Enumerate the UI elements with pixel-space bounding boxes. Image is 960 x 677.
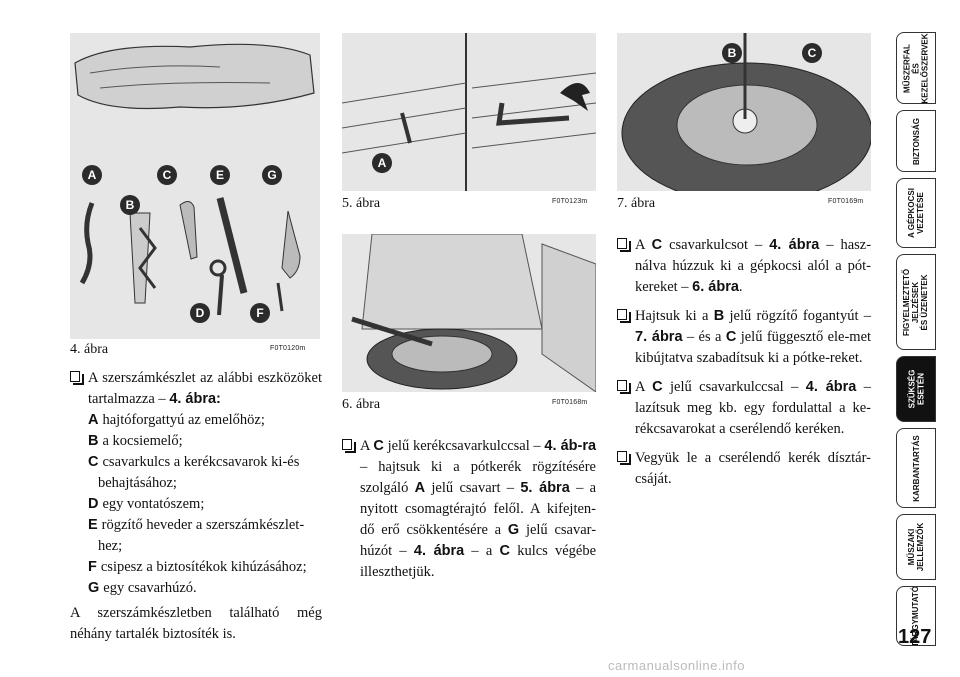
checkbox-icon — [617, 451, 631, 465]
figure-5-caption: 5. ábra — [342, 196, 381, 211]
label-g: G — [267, 168, 276, 182]
tab-szukseg-eseten[interactable]: SZÜKSÉG ESETÉN — [896, 356, 936, 422]
label-c: C — [163, 168, 172, 182]
tab-biztonsag[interactable]: BIZTONSÁG — [896, 110, 936, 172]
tab-gepkocsi-vezetese[interactable]: A GÉPKOCSI VEZETÉSE — [896, 178, 936, 248]
figure-4-caption: 4. ábra — [70, 342, 109, 357]
toolkit-intro: A szerszámkészlet az alábbi eszközöket t… — [70, 368, 322, 410]
tab-muszaki-jellemzok[interactable]: MŰSZAKI JELLEMZŐK — [896, 514, 936, 580]
label-f: F — [256, 306, 263, 320]
checkbox-icon — [70, 371, 84, 385]
tab-muszerfal[interactable]: MŰSZERFAL ÉS KEZELŐSZERVEK — [896, 32, 936, 104]
checkbox-icon — [342, 439, 356, 453]
figure-4: A B C D E F G — [70, 33, 320, 339]
label-a: A — [88, 168, 97, 182]
label-c-fig7: C — [808, 46, 817, 60]
instruction-4: A C jelű csavarkulccsal – 4. ábra – lazí… — [617, 377, 871, 440]
instruction-3: Hajtsuk ki a B jelű rögzítő fogantyút – … — [617, 306, 871, 369]
figure-5: A — [342, 33, 596, 191]
figure-7-caption: 7. ábra — [617, 196, 656, 211]
watermark: carmanualsonline.info — [608, 658, 745, 673]
tab-karbantartas[interactable]: KARBANTARTÁS — [896, 428, 936, 508]
instruction-5: Vegyük le a cserélendő kerék dísztár-csá… — [617, 448, 871, 490]
label-b-fig7: B — [728, 46, 737, 60]
figure-4-code: F0T0120m — [270, 345, 306, 352]
column-2-text: A C jelű kerékcsavarkulccsal – 4. áb-ra … — [342, 436, 596, 583]
page-number: 127 — [898, 626, 932, 648]
closing-paragraph: A szerszámkészletben található még néhán… — [70, 605, 322, 642]
label-d: D — [196, 306, 205, 320]
tab-figyelmezteto[interactable]: FIGYELMEZTETŐ JELZÉSEK ÉS ÜZENETEK — [896, 254, 936, 350]
figure-7-code: F0T0169m — [828, 198, 864, 205]
figure-5-code: F0T0123m — [552, 198, 588, 205]
toolkit-illustration — [74, 43, 315, 316]
column-3-text: A C csavarkulcsot – 4. ábra – hasz-nálva… — [617, 235, 871, 490]
figure-7: B C — [617, 33, 871, 191]
label-b: B — [126, 198, 135, 212]
column-1-text: A szerszámkészlet az alábbi eszközöket t… — [70, 368, 322, 645]
figure-6 — [342, 234, 596, 392]
figure-6-caption: 6. ábra — [342, 397, 381, 412]
checkbox-icon — [617, 309, 631, 323]
checkbox-icon — [617, 380, 631, 394]
checkbox-icon — [617, 238, 631, 252]
figure-6-code: F0T0168m — [552, 399, 588, 406]
instruction-2: A C csavarkulcsot – 4. ábra – hasz-nálva… — [617, 235, 871, 298]
figure-4-labels: A B C D E F G — [82, 165, 282, 323]
tab-targymutato[interactable]: TÁRGYMUTATÓ — [896, 586, 936, 646]
label-a-fig5: A — [378, 156, 387, 170]
instruction-1: A C jelű kerékcsavarkulccsal – 4. áb-ra … — [342, 436, 596, 583]
label-e: E — [216, 168, 224, 182]
